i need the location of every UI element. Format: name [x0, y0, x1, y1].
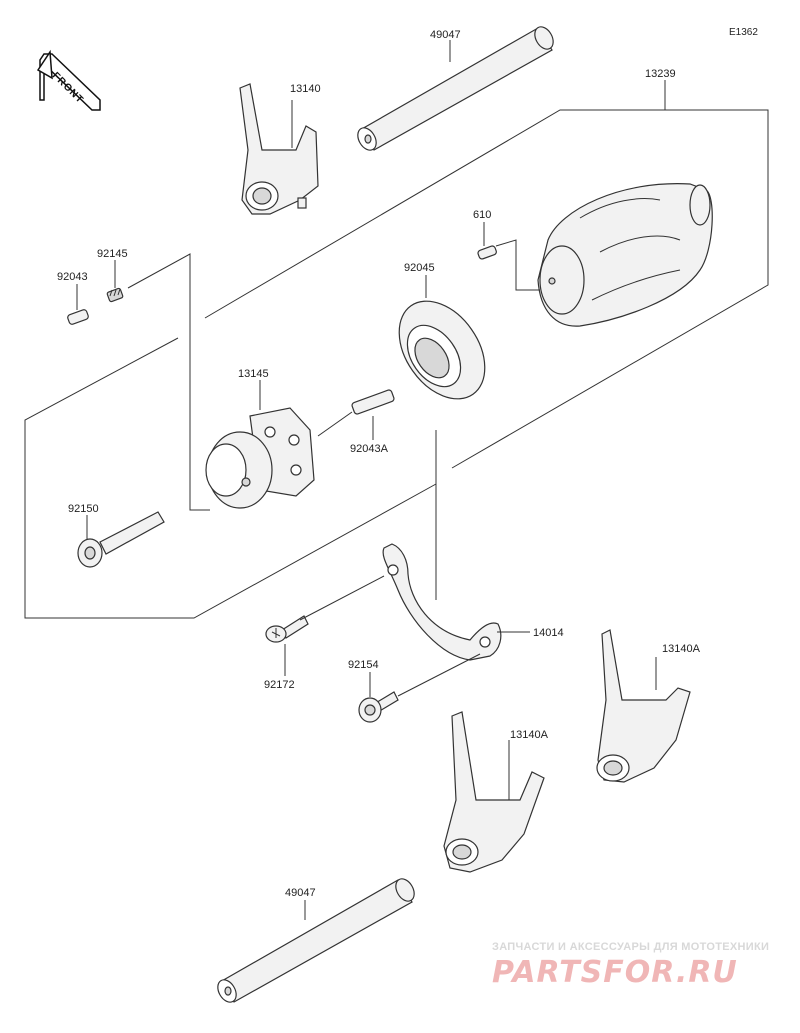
shaft-bottom	[217, 878, 415, 1003]
label-drum: 13239	[645, 68, 676, 80]
label-pin-610: 610	[473, 209, 491, 221]
front-arrow-icon: FRONT	[36, 49, 101, 111]
diagram-code: E1362	[729, 27, 758, 38]
label-cam: 13145	[238, 368, 269, 380]
fork-a-left	[443, 711, 545, 873]
pin-610	[477, 245, 497, 260]
screw-92172	[265, 615, 309, 643]
spring-92145	[106, 287, 124, 303]
label-bolt-92154: 92154	[348, 659, 379, 671]
bolt-92150	[77, 511, 165, 568]
cam-13145	[205, 407, 315, 509]
label-shaft-top: 49047	[430, 29, 461, 41]
pin-92043a	[351, 389, 395, 415]
label-bearing: 92045	[404, 262, 435, 274]
bolt-92154	[358, 691, 399, 723]
fork-a-right	[596, 629, 691, 783]
label-fork-a-left: 13140A	[510, 729, 549, 741]
shaft-top	[357, 26, 554, 151]
label-pin-92043: 92043	[57, 271, 88, 283]
label-bolt-92150: 92150	[68, 503, 99, 515]
label-fork-a-right: 13140A	[662, 643, 701, 655]
pin-92043	[67, 309, 89, 325]
bearing-92045	[398, 300, 486, 400]
label-plate: 14014	[533, 627, 564, 639]
fork-top	[239, 83, 319, 215]
plate-14014	[382, 543, 502, 661]
label-shaft-bottom: 49047	[285, 887, 316, 899]
label-pin-92043a: 92043A	[350, 443, 389, 455]
shift-drum	[537, 183, 713, 327]
label-screw-92172: 92172	[264, 679, 295, 691]
watermark-tagline: ЗАПЧАСТИ И АКСЕССУАРЫ ДЛЯ МОТОТЕХНИКИ	[492, 941, 769, 953]
watermark-logo: PARTSFOR.RU	[492, 955, 738, 990]
label-spring: 92145	[97, 248, 128, 260]
label-fork-top: 13140	[290, 83, 321, 95]
